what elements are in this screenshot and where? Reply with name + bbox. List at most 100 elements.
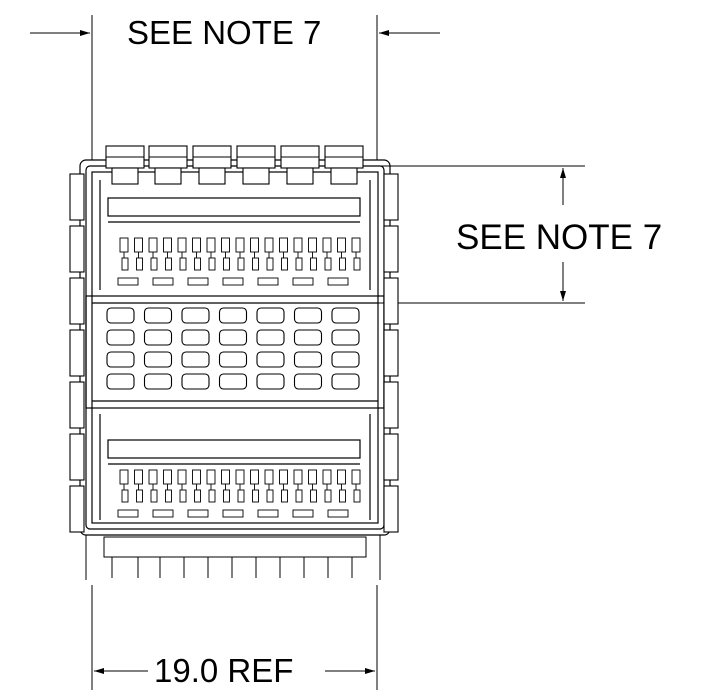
dimension-lines [30, 15, 585, 690]
contact-tail [310, 257, 317, 271]
contact-tail [252, 489, 259, 503]
contact [163, 469, 172, 485]
contact-tail [165, 257, 172, 271]
vent-slot [106, 307, 135, 324]
contact [264, 237, 274, 253]
heatsink-vent-slots [106, 307, 360, 390]
right-ground-finger [383, 173, 399, 221]
contact-pad [327, 277, 349, 286]
vent-slot [143, 351, 173, 368]
vent-slot [143, 373, 173, 390]
right-ground-finger [383, 225, 399, 273]
contact-tail [266, 257, 274, 271]
contact-tail [121, 489, 129, 503]
contact [308, 469, 317, 485]
contact-pad [257, 277, 279, 286]
vent-slot [181, 373, 210, 390]
vent-slot [331, 329, 360, 346]
contact-pad [327, 509, 349, 518]
contact [177, 237, 187, 253]
vent-slot [181, 307, 210, 324]
contact-tail [237, 489, 245, 503]
contact-tail [194, 257, 201, 271]
contact [221, 469, 230, 485]
contact [351, 237, 361, 253]
contact-tail [179, 489, 187, 503]
contact-tail [150, 257, 158, 271]
left-ground-finger [69, 329, 85, 377]
press-fit-pins [85, 535, 381, 580]
contact [279, 469, 288, 485]
contact-pad [292, 277, 314, 286]
vent-slot [256, 307, 285, 324]
cage-body [79, 159, 391, 536]
vent-slot [218, 373, 248, 390]
left-ground-finger [69, 173, 85, 221]
contact [337, 469, 346, 485]
contact-tail [324, 489, 332, 503]
right-ground-finger [383, 381, 399, 429]
left-ground-finger [69, 433, 85, 481]
top-dimension-label: SEE NOTE 7 [127, 14, 322, 51]
contact [119, 469, 129, 485]
vent-slot [293, 351, 323, 368]
left-ground-finger [69, 381, 85, 429]
contact [235, 237, 245, 253]
contact-pad [152, 509, 174, 518]
bottom-dimension-label: 19.0 REF [154, 652, 294, 689]
right-ground-finger [383, 277, 399, 325]
contact [250, 237, 259, 253]
contact-tail [165, 489, 172, 503]
contact-tail [121, 257, 129, 271]
contact [308, 237, 317, 253]
vent-slot [106, 351, 135, 368]
contact-tail [281, 489, 288, 503]
contact-pad [187, 509, 209, 518]
contact-tail [150, 489, 158, 503]
contact [337, 237, 346, 253]
contact-tail [353, 489, 361, 503]
contact [206, 237, 216, 253]
contact [192, 469, 201, 485]
contact [148, 469, 158, 485]
contact-pad [292, 509, 314, 518]
contact [235, 469, 245, 485]
vent-slot [218, 329, 248, 346]
contact-tail [339, 489, 346, 503]
right-ground-finger [383, 433, 399, 481]
latch-tab-foot [154, 167, 182, 185]
vent-slot [143, 307, 173, 324]
contact-tail [208, 489, 216, 503]
contact-tail [179, 257, 187, 271]
latch-tab-foot [242, 167, 270, 185]
contact [351, 469, 361, 485]
vent-slot [106, 373, 135, 390]
vent-slot [143, 329, 173, 346]
vent-slot [256, 351, 285, 368]
contact [177, 469, 187, 485]
latch-tab-foot [111, 167, 139, 185]
contact [322, 469, 332, 485]
contact-tail [295, 257, 303, 271]
contact-pad [117, 509, 139, 518]
contact-tail [136, 489, 143, 503]
contact [134, 469, 143, 485]
right-ground-finger [383, 485, 399, 533]
contact [163, 237, 172, 253]
contact [221, 237, 230, 253]
contact-tail [223, 489, 230, 503]
vent-slot [293, 307, 323, 324]
contact-tail [252, 257, 259, 271]
contact-pad [222, 277, 244, 286]
contact-tail [208, 257, 216, 271]
vent-slot [181, 329, 210, 346]
contact-pad [117, 277, 139, 286]
contact [322, 237, 332, 253]
contact-tail [237, 257, 245, 271]
right-dimension-label: SEE NOTE 7 [456, 218, 663, 257]
top-latch-tabs [105, 145, 364, 185]
contact [293, 237, 303, 253]
vent-slot [218, 307, 248, 324]
contact [148, 237, 158, 253]
vent-slot [181, 351, 210, 368]
